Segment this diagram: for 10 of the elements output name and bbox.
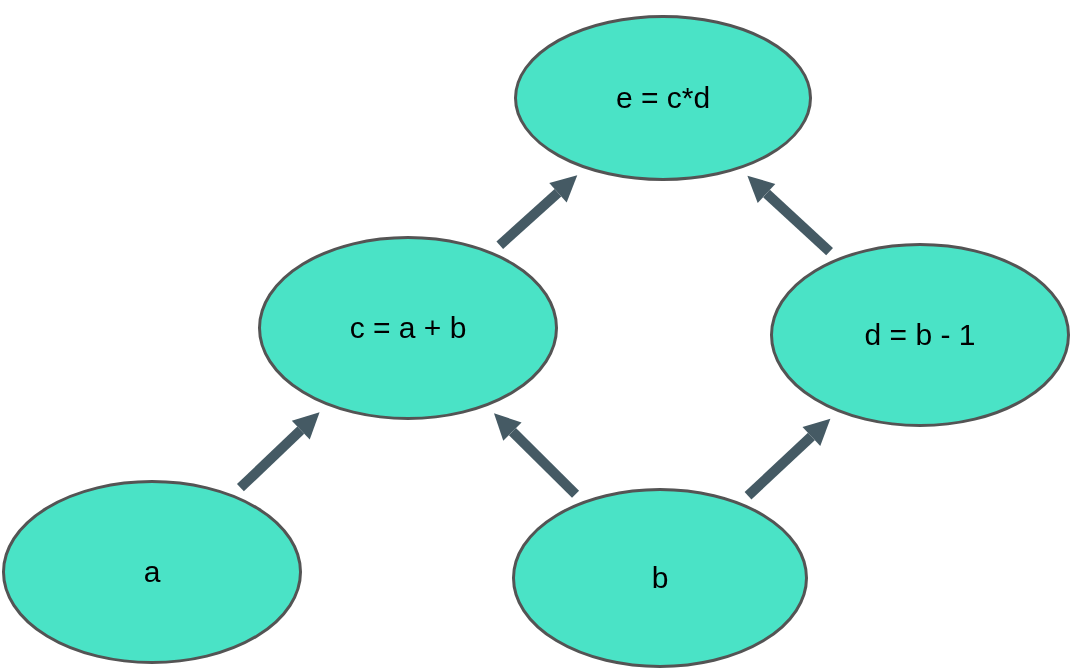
node-label: d = b - 1 [864,318,976,352]
node-label: a [143,555,161,589]
node-label: b [651,561,669,595]
arrow [747,175,833,256]
arrow [236,412,320,492]
arrow [744,418,831,500]
arrow [494,413,580,498]
arrow [496,175,578,249]
node-label: c = a + b [349,311,467,345]
node-label: e = c*d [615,81,711,115]
